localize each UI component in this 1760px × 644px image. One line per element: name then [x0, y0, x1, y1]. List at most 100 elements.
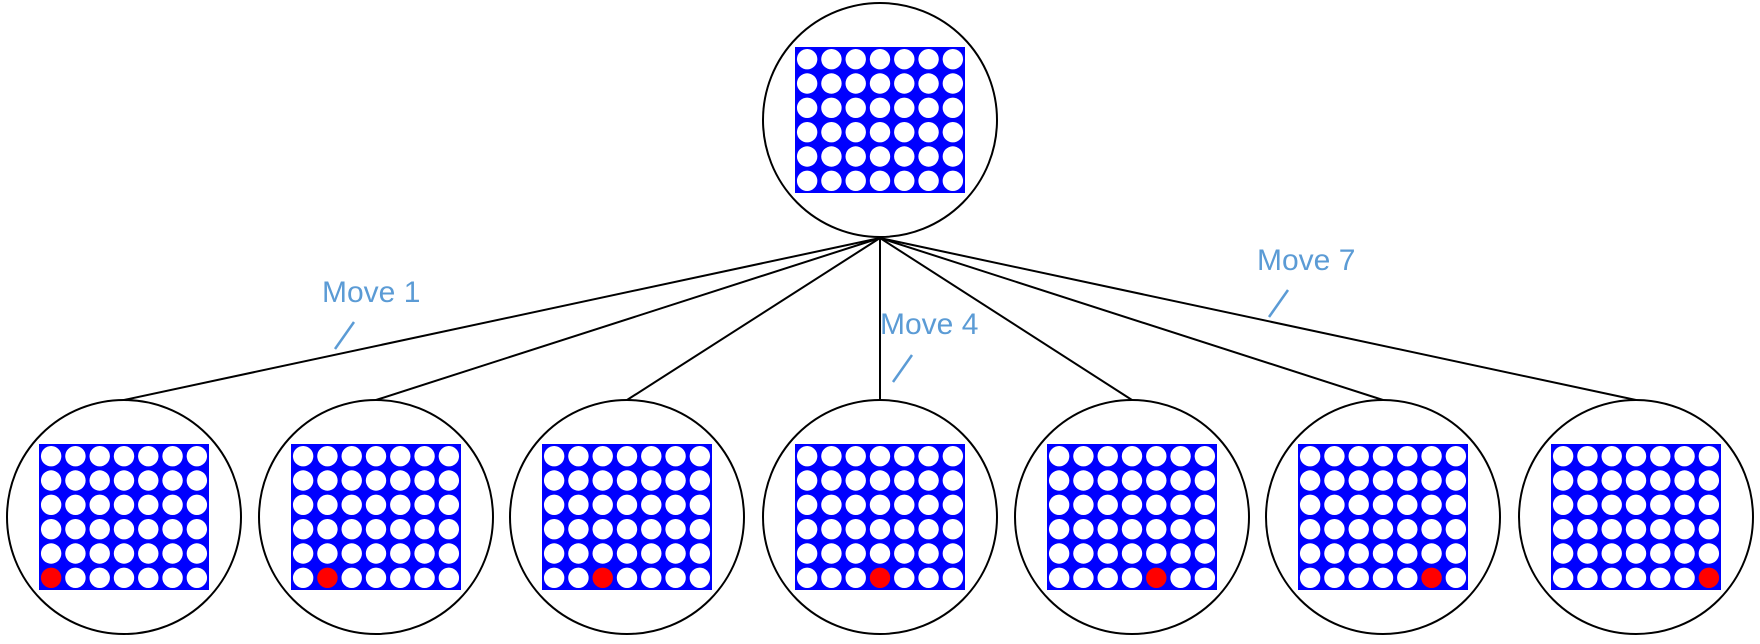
root-node [762, 2, 998, 238]
child-5-empty-slot [1170, 518, 1191, 540]
child-3-empty-slot [641, 518, 662, 540]
child-4-empty-slot [894, 567, 915, 589]
root-board [795, 47, 965, 193]
child-5-empty-slot [1073, 543, 1094, 564]
child-6-empty-slot [1348, 470, 1369, 491]
child-5-empty-slot [1048, 543, 1070, 564]
child-2-empty-slot [365, 470, 387, 491]
root-empty-slot [918, 73, 939, 94]
child-6-empty-slot [1324, 494, 1345, 516]
child-4-empty-slot [796, 470, 818, 491]
child-7-empty-slot [1674, 470, 1695, 491]
root-empty-slot [796, 97, 818, 119]
child-1-empty-slot [162, 518, 183, 540]
child-6-board [1298, 444, 1468, 590]
child-1-empty-slot [65, 518, 86, 540]
child-1-empty-slot [113, 494, 135, 516]
child-1-empty-slot [65, 543, 86, 564]
root-empty-slot [894, 97, 915, 119]
child-2-empty-slot [414, 470, 435, 491]
child-1-empty-slot [138, 518, 159, 540]
child-1-empty-slot [162, 470, 183, 491]
child-1-empty-slot [65, 494, 86, 516]
child-3-empty-slot [543, 518, 565, 540]
child-5-empty-slot [1097, 470, 1118, 491]
child-6-empty-slot [1445, 494, 1467, 516]
child-6-empty-slot [1324, 567, 1345, 589]
child-5-empty-slot [1048, 567, 1070, 589]
child-2-empty-slot [365, 518, 387, 540]
child-4-red-piece [869, 567, 891, 589]
child-1-empty-slot [65, 567, 86, 589]
move-7-label: Move 7 [1257, 244, 1355, 277]
child-1-empty-slot [113, 567, 135, 589]
child-1-empty-slot [89, 470, 110, 491]
child-3-empty-slot [616, 567, 638, 589]
child-1-empty-slot [40, 470, 62, 491]
child-6-empty-slot [1421, 543, 1442, 564]
child-7-empty-slot [1674, 494, 1695, 516]
child-4-empty-slot [821, 470, 842, 491]
child-1-empty-slot [40, 494, 62, 516]
child-7-empty-slot [1625, 470, 1647, 491]
child-3-empty-slot [665, 445, 686, 467]
child-7-empty-slot [1601, 543, 1622, 564]
child-5-empty-slot [1146, 518, 1167, 540]
root-empty-slot [942, 121, 964, 143]
child-1-empty-slot [162, 494, 183, 516]
root-empty-slot [845, 121, 866, 143]
child-2-empty-slot [390, 445, 411, 467]
child-3-empty-slot [665, 470, 686, 491]
root-empty-slot [918, 170, 939, 192]
root-empty-slot [796, 73, 818, 94]
child-7-empty-slot [1577, 567, 1598, 589]
child-4-empty-slot [821, 567, 842, 589]
child-7-empty-slot [1698, 543, 1720, 564]
child-4-empty-slot [894, 494, 915, 516]
child-4-empty-slot [845, 445, 866, 467]
child-1-empty-slot [138, 567, 159, 589]
child-6-red-piece [1421, 567, 1442, 589]
child-5-empty-slot [1170, 567, 1191, 589]
child-4-empty-slot [869, 494, 891, 516]
child-3-empty-slot [641, 567, 662, 589]
edge-move-2 [375, 237, 881, 401]
child-2-empty-slot [292, 470, 314, 491]
child-5-empty-slot [1170, 470, 1191, 491]
child-6-empty-slot [1421, 518, 1442, 540]
child-7-empty-slot [1552, 494, 1574, 516]
child-1-empty-slot [89, 518, 110, 540]
child-3-empty-slot [641, 445, 662, 467]
child-4-empty-slot [796, 543, 818, 564]
child-3-empty-slot [568, 567, 589, 589]
child-1-empty-slot [162, 445, 183, 467]
child-6-empty-slot [1445, 518, 1467, 540]
child-6-empty-slot [1372, 567, 1394, 589]
child-6-empty-slot [1348, 494, 1369, 516]
root-empty-slot [869, 73, 891, 94]
child-7-empty-slot [1698, 445, 1720, 467]
child-2-empty-slot [341, 494, 362, 516]
child-4-board [795, 444, 965, 590]
child-4-empty-slot [942, 494, 964, 516]
child-6-empty-slot [1348, 445, 1369, 467]
child-node-move-4 [762, 399, 998, 635]
child-5-empty-slot [1048, 445, 1070, 467]
child-5-empty-slot [1121, 518, 1143, 540]
child-6-empty-slot [1299, 494, 1321, 516]
child-6-empty-slot [1397, 543, 1418, 564]
child-7-empty-slot [1650, 470, 1671, 491]
child-1-empty-slot [138, 445, 159, 467]
child-3-empty-slot [616, 494, 638, 516]
child-7-empty-slot [1577, 494, 1598, 516]
edge-move-6 [879, 237, 1384, 401]
child-7-empty-slot [1674, 543, 1695, 564]
child-4-empty-slot [942, 470, 964, 491]
child-6-empty-slot [1372, 494, 1394, 516]
child-7-empty-slot [1552, 543, 1574, 564]
root-empty-slot [918, 146, 939, 167]
child-3-empty-slot [689, 470, 711, 491]
child-6-empty-slot [1324, 543, 1345, 564]
child-6-empty-slot [1324, 518, 1345, 540]
child-3-empty-slot [592, 543, 613, 564]
